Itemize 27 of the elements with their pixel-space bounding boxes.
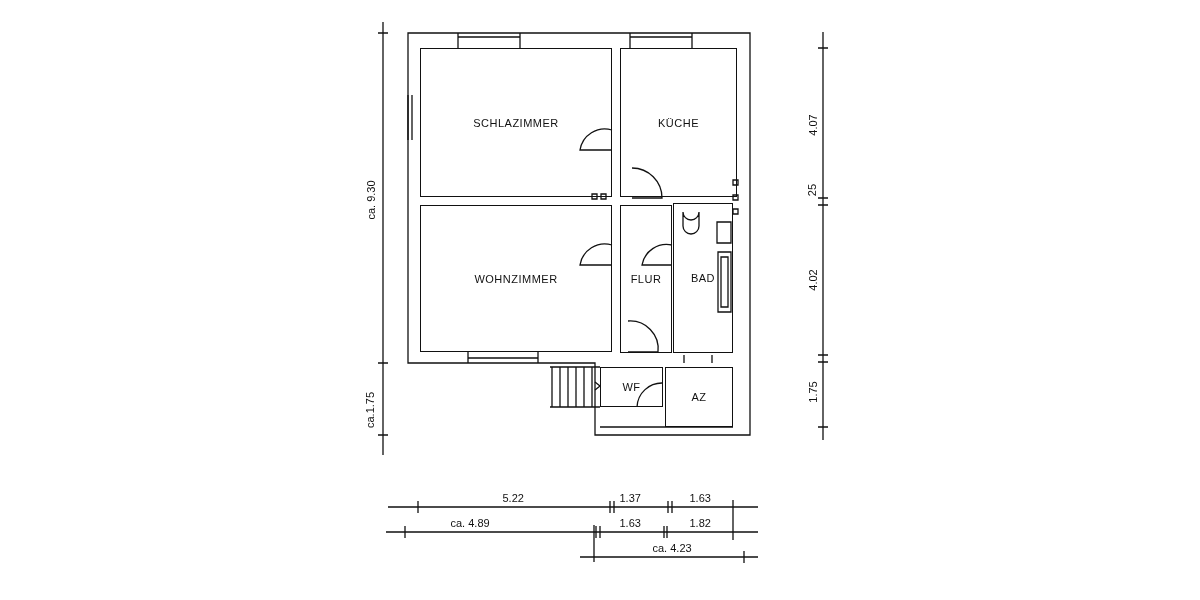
dimension-label: 1.82	[689, 517, 711, 529]
dimension-label: ca. 4.89	[450, 517, 490, 529]
room-outline	[420, 48, 612, 197]
dimension-label: ca. 4.23	[652, 542, 692, 554]
room-outline	[620, 48, 737, 197]
dimension-label: 4.07	[806, 114, 819, 136]
room-outline	[620, 205, 672, 353]
room-name: WOHNZIMMER	[474, 272, 558, 285]
dimension-label: 1.37	[619, 492, 641, 504]
room-outline	[665, 367, 733, 427]
dimension-label: ca. 9.30	[364, 180, 377, 220]
room-name: SCHLAZIMMER	[473, 116, 559, 129]
room-outline	[673, 203, 733, 353]
room-name: BAD	[690, 272, 716, 284]
room-name: WF	[622, 381, 641, 393]
room-outline	[420, 205, 612, 352]
room-name: AZ	[691, 391, 707, 403]
room-name: KÜCHE	[658, 116, 699, 129]
room-name: FLUR	[630, 273, 662, 285]
dimension-label: 1.63	[689, 492, 711, 504]
dimension-label: 4.02	[806, 269, 819, 291]
dimension-label: ca.1.75	[364, 391, 377, 429]
dimension-label: 5.22	[502, 492, 524, 504]
dimension-label: 1.75	[806, 381, 819, 403]
room-outline	[600, 367, 663, 407]
dimension-label: 1.63	[619, 517, 641, 529]
dimension-label: 25	[806, 183, 819, 197]
